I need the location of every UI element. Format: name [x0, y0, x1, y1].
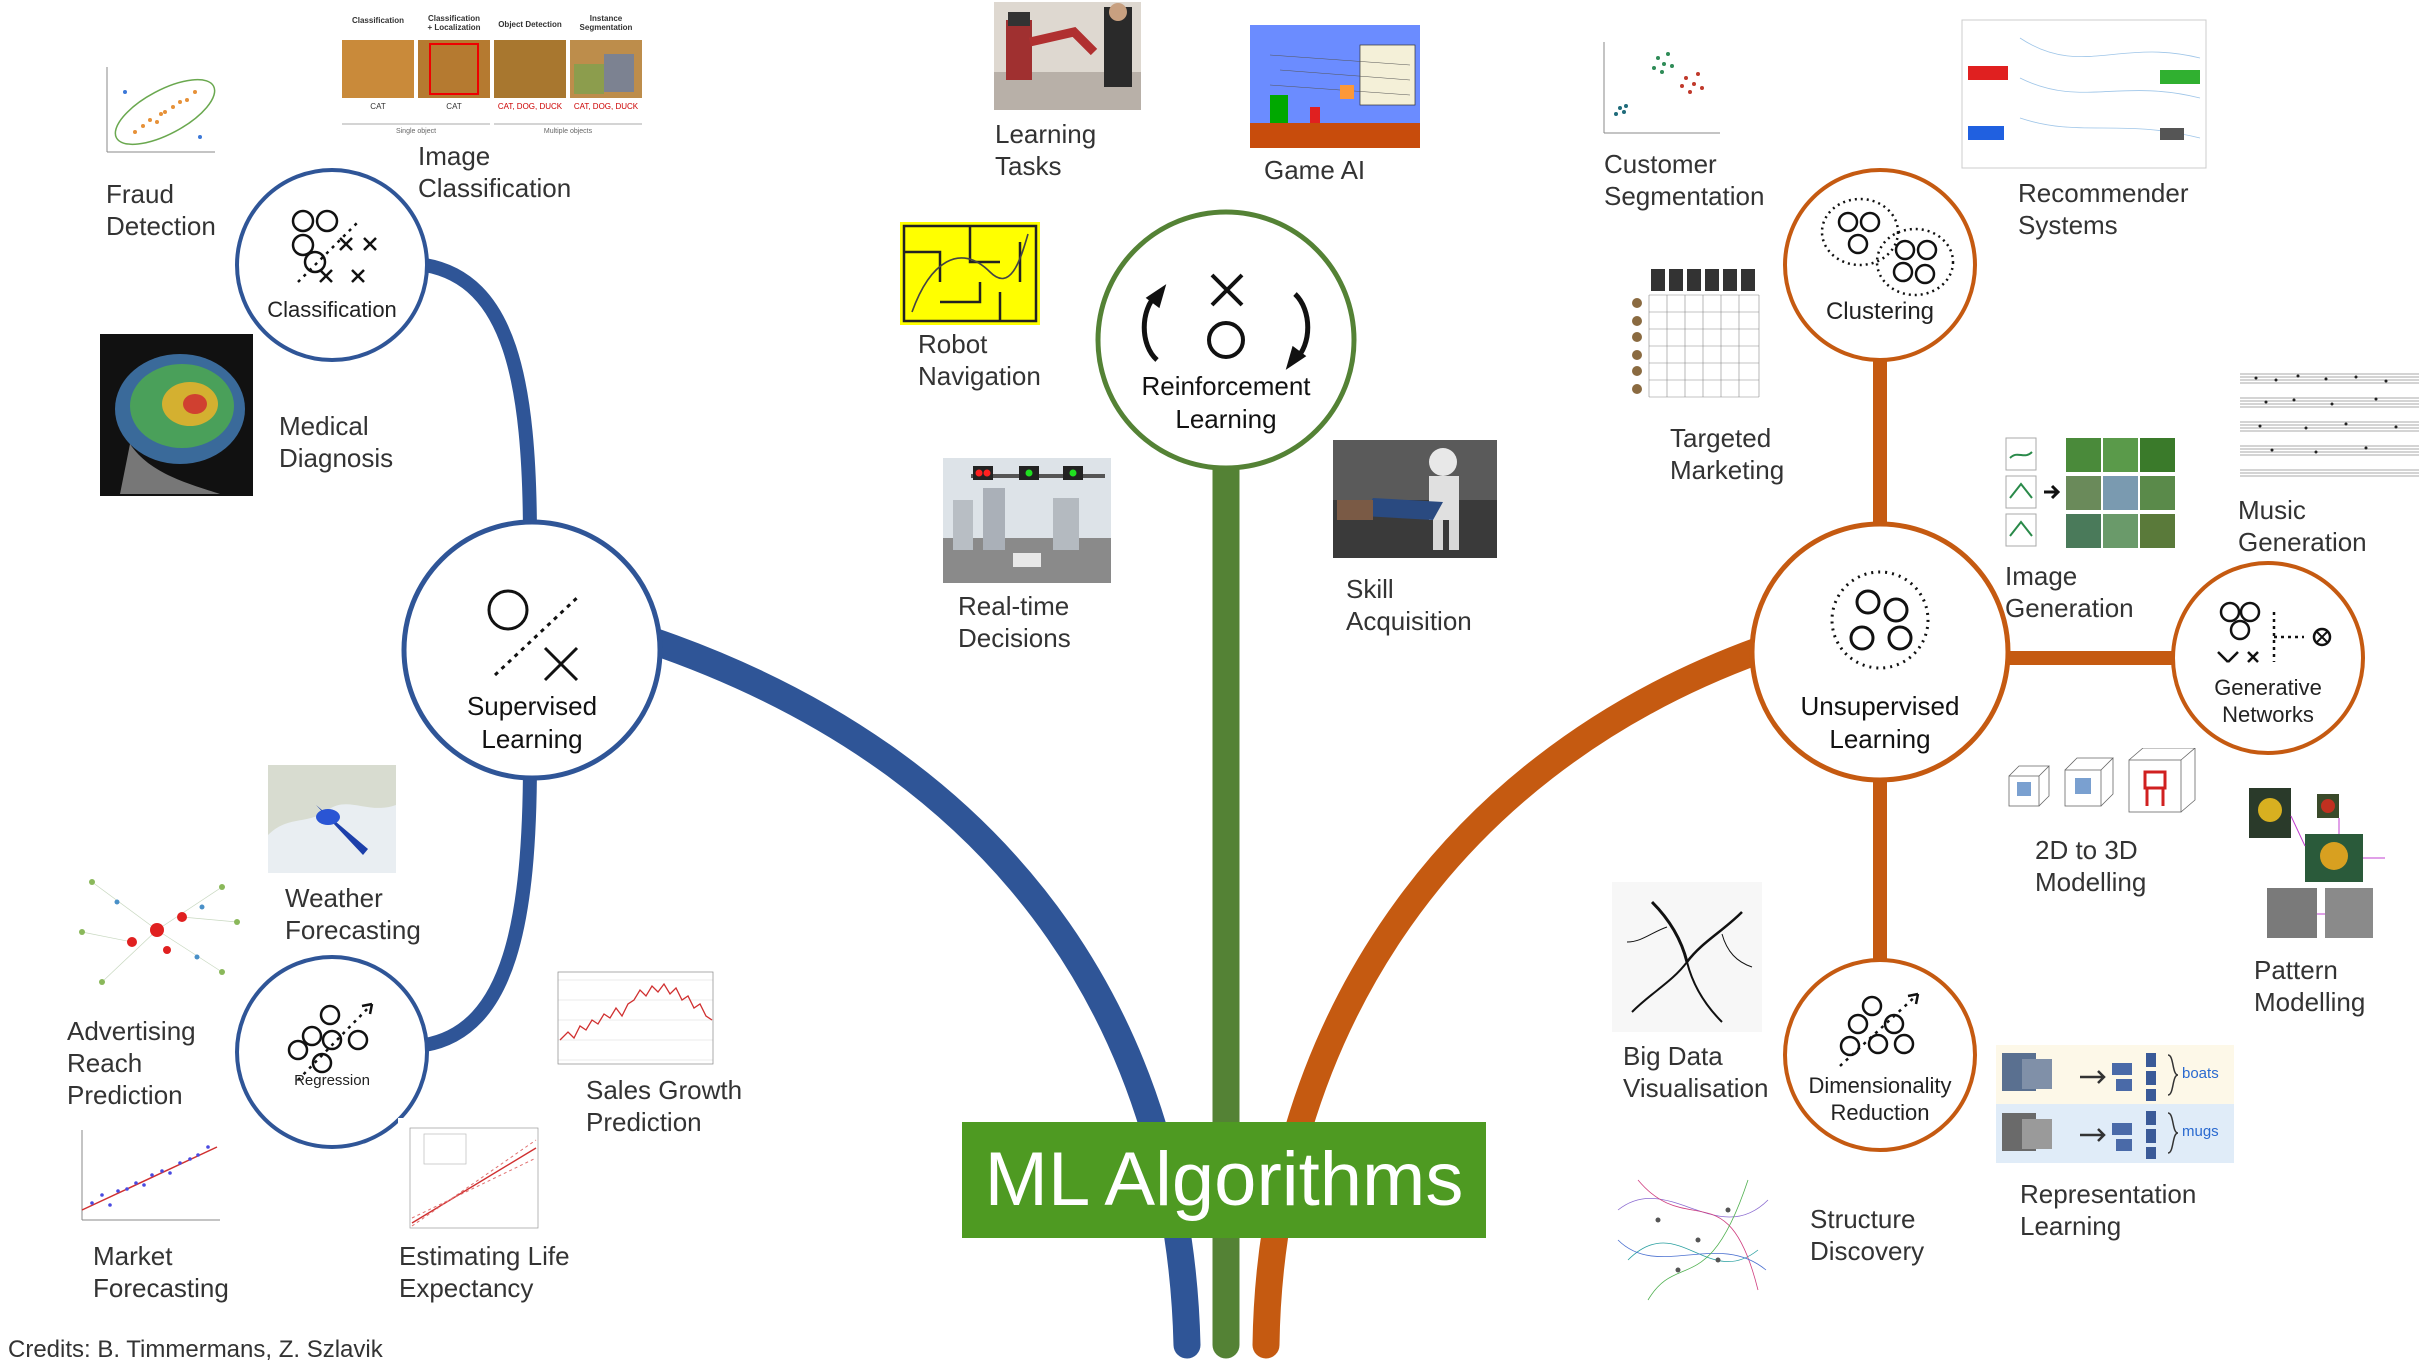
image-tag-4: CAT, DOG, DUCK: [573, 102, 639, 111]
dimensionality-icon: [1839, 992, 1920, 1067]
fraud-detection-thumbnail: [95, 62, 217, 162]
app-pattern-modelling: Pattern Modelling: [2254, 955, 2366, 1017]
app-image-classification: Image Classification: [418, 141, 572, 203]
app-realtime-decisions: Real-time Decisions: [958, 591, 1071, 653]
image-classification-thumbnail: Classification Classification + Localiza…: [342, 14, 644, 139]
weather-forecasting-thumbnail: [268, 765, 396, 873]
clustering-circle: [1783, 168, 1977, 362]
app-market-forecasting: Market Forecasting: [93, 1241, 229, 1303]
rep-tag-mugs: mugs: [2182, 1123, 2219, 1140]
image-header-1: Classification: [351, 16, 404, 25]
app-life-expectancy: Estimating Life Expectancy: [399, 1241, 570, 1303]
music-generation-thumbnail: [2236, 368, 2423, 480]
classification-icon: [291, 209, 377, 283]
learning-tasks-thumbnail: [994, 2, 1141, 110]
regression-branch: [418, 753, 537, 1052]
unsupervised-circle: [1749, 521, 2011, 783]
clustering-label: Clustering: [1825, 298, 1935, 325]
classification-label: Classification: [267, 297, 397, 322]
unsupervised-label: Unsupervised Learning: [1800, 691, 1960, 754]
recommender-systems-thumbnail: [1960, 18, 2208, 170]
main-title: ML Algorithms: [962, 1122, 1486, 1238]
image-header-2: Classification + Localization: [427, 14, 481, 32]
app-customer-segmentation: Customer Segmentation: [1604, 149, 1765, 211]
image-footer-1: Single object: [395, 128, 437, 135]
image-tag-2: CAT: [446, 102, 462, 111]
regression-label: Regression: [294, 1072, 370, 1089]
app-medical-diagnosis: Medical Diagnosis: [279, 411, 394, 473]
credits: Credits: B. Timmermans, Z. Szlavik: [8, 1336, 383, 1363]
advertising-reach-thumbnail: [72, 862, 242, 997]
game-ai-thumbnail: [1250, 25, 1420, 148]
generative-icon: [2217, 601, 2332, 663]
image-classification-photos: [342, 40, 642, 125]
skill-acquisition-thumbnail: [1333, 440, 1497, 558]
image-header-3: Object Detection: [498, 20, 562, 29]
life-expectancy-thumbnail: [398, 1118, 543, 1240]
pattern-modelling-thumbnail: [2245, 786, 2423, 946]
image-tag-1: CAT: [370, 102, 386, 111]
app-weather-forecasting: Weather Forecasting: [285, 883, 421, 945]
regression-icon: [287, 1002, 374, 1081]
app-robot-navigation: Robot Navigation: [918, 329, 1041, 391]
supervised-trunk-branch: [636, 626, 1201, 1359]
app-image-generation: Image Generation: [2005, 561, 2134, 623]
image-tag-3: CAT, DOG, DUCK: [497, 102, 563, 111]
customer-segmentation-thumbnail: [1598, 38, 1723, 138]
classification-branch: [418, 258, 537, 547]
app-sales-growth: Sales Growth Prediction: [586, 1075, 743, 1137]
robot-navigation-thumbnail: [900, 222, 1040, 325]
image-generation-thumbnail: [2004, 436, 2179, 550]
app-targeted-marketing: Targeted Marketing: [1670, 423, 1785, 485]
supervised-label: Supervised Learning: [466, 691, 598, 754]
app-learning-tasks: Learning Tasks: [995, 119, 1097, 181]
app-skill-acquisition: Skill Acquisition: [1346, 574, 1472, 636]
supervised-icon: [487, 589, 582, 682]
dimensionality-label: Dimensionality Reduction: [1808, 1073, 1952, 1125]
regression-circle: [235, 955, 429, 1149]
2d-to-3d-thumbnail: [2005, 748, 2205, 830]
app-game-ai: Game AI: [1264, 155, 1366, 185]
reinforcement-icon: [1141, 273, 1311, 370]
app-fraud-detection: Fraud Detection: [106, 179, 216, 241]
sales-growth-thumbnail: [548, 960, 718, 1075]
medical-diagnosis-thumbnail: [100, 334, 253, 496]
generative-label: Generative Networks: [2214, 675, 2322, 727]
dimensionality-circle: [1783, 958, 1977, 1152]
app-2d-to-3d: 2D to 3D Modelling: [2035, 835, 2147, 897]
representation-learning-drawing: [1996, 1053, 2234, 1163]
market-forecasting-thumbnail: [72, 1125, 222, 1230]
realtime-decisions-thumbnail: [943, 458, 1111, 583]
image-footer-2: Multiple objects: [543, 128, 593, 135]
app-structure-discovery: Structure Discovery: [1810, 1204, 1925, 1266]
classification-circle: [235, 168, 429, 362]
clustering-icon: [1820, 197, 1955, 297]
big-data-visualisation-thumbnail: [1612, 882, 1762, 1032]
app-representation-learning: Representation Learning: [2020, 1179, 2197, 1241]
rep-tag-boats: boats: [2182, 1065, 2219, 1082]
app-music-generation: Music Generation: [2238, 495, 2367, 557]
reinforcement-label: Reinforcement Learning: [1141, 371, 1311, 434]
image-header-4: Instance Segmentation: [579, 14, 633, 32]
representation-learning-thumbnail: boats mugs: [1996, 1045, 2234, 1163]
structure-discovery-thumbnail: [1608, 1150, 1776, 1320]
app-big-data-visualisation: Big Data Visualisation: [1623, 1041, 1769, 1103]
targeted-marketing-thumbnail: [1625, 265, 1767, 410]
supervised-circle: [401, 519, 663, 781]
reinforcement-circle: [1095, 209, 1357, 471]
unsupervised-icon: [1830, 570, 1930, 670]
app-advertising-reach: Advertising Reach Prediction: [67, 1016, 196, 1110]
app-recommender-systems: Recommender Systems: [2018, 178, 2189, 240]
